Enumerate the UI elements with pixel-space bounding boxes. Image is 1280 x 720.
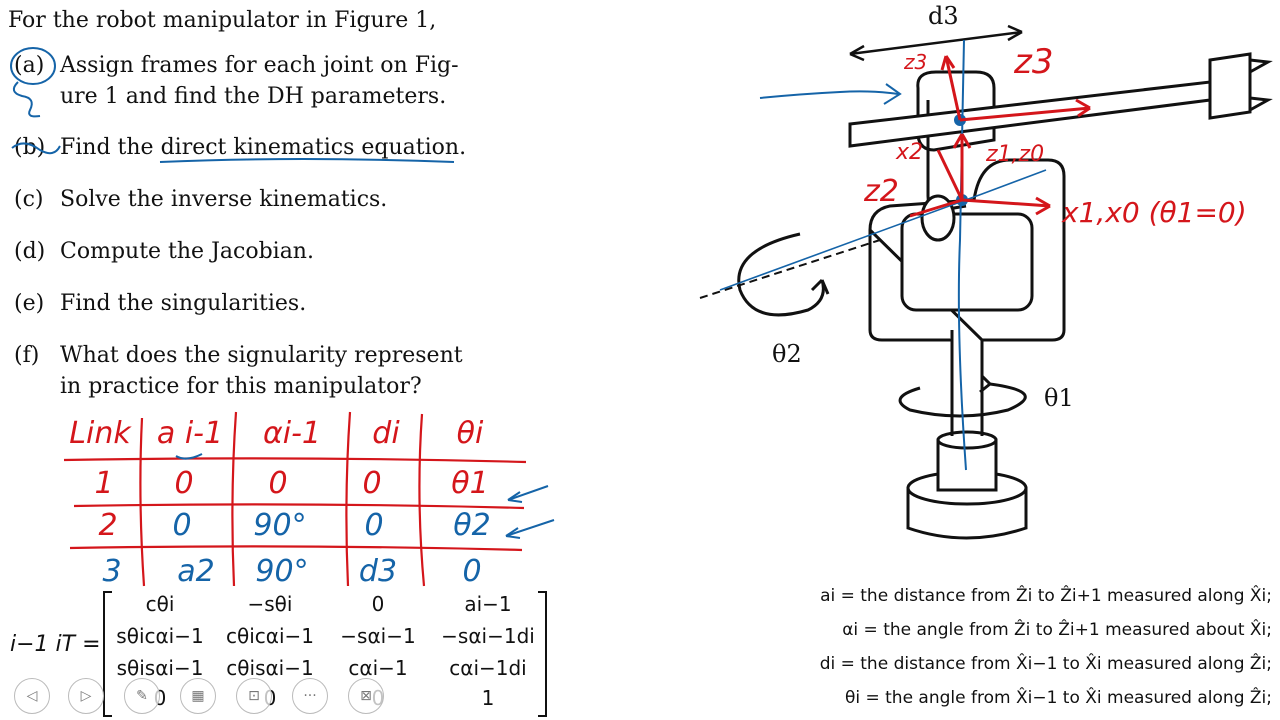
theta2-label: θ2 [772, 340, 802, 368]
matrix-r4c4: 1 [481, 686, 495, 710]
definition-a: ai = the distance from Ẑi to Ẑi+1 measur… [820, 586, 1272, 606]
matrix-r3c2: cθisαi−1 [226, 656, 314, 680]
matrix-lhs: i−1 iT = [10, 632, 101, 657]
question-text: Find the direct kinematics equation. [60, 135, 467, 160]
matrix-r2c3: −sαi−1 [340, 624, 416, 648]
dh-row1-d: 0 [362, 466, 382, 501]
dh-row2-a: 0 [172, 508, 192, 543]
question-label: (b) [14, 135, 46, 160]
more-options-button[interactable]: ··· [292, 678, 328, 714]
dh-row1-a: 0 [174, 466, 194, 501]
matrix-r3c3: cαi−1 [348, 656, 408, 680]
next-slide-button[interactable]: ▷ [68, 678, 104, 714]
dh-row3-alpha: 90° [255, 554, 309, 589]
matrix-brackets [103, 591, 547, 717]
dh-row3-theta: 0 [462, 554, 482, 589]
dh-row1-theta: θ1 [451, 466, 489, 501]
dh-row1-link: 1 [94, 466, 114, 501]
matrix-r2c4: −sαi−1di [441, 624, 535, 648]
dh-row2-theta: θ2 [453, 508, 491, 543]
d3-label: d3 [928, 2, 959, 30]
question-text: Find the singularities. [60, 291, 307, 316]
more-icon: ··· [303, 688, 317, 704]
dh-row2-d: 0 [364, 508, 384, 543]
dh-header-link: Link [69, 416, 131, 451]
slides-grid-button[interactable]: ▦ [180, 678, 216, 714]
question-label: (f) [14, 343, 40, 368]
dh-row3-a: a2 [177, 554, 215, 589]
presenter-view-button[interactable]: ⊡ [236, 678, 272, 714]
dh-row1-alpha: 0 [268, 466, 288, 501]
question-label: (d) [14, 239, 46, 264]
chevron-right-icon: ▷ [80, 688, 92, 704]
close-icon: ⊠ [360, 688, 372, 704]
definition-theta: θi = the angle from X̂i−1 to X̂i measure… [844, 688, 1272, 708]
matrix-r2c1: sθicαi−1 [116, 624, 204, 648]
matrix-r3c1: sθisαi−1 [116, 656, 204, 680]
dh-row2-alpha: 90° [253, 508, 307, 543]
presentation-toolbar: ◁ ▷ ✎ ▦ ⊡ ··· ⊠ [0, 668, 420, 720]
dh-row2-link: 2 [98, 508, 118, 543]
annotation-x1-x0: x1,x0 (θ1=0) [1062, 196, 1247, 229]
pen-icon: ✎ [136, 688, 148, 704]
definition-d: di = the distance from X̂i−1 to X̂i meas… [819, 654, 1272, 674]
matrix-r1c2: −sθi [247, 592, 293, 616]
dh-table: Link a i-1 αi-1 di θi 1 0 0 0 θ1 2 0 90°… [60, 408, 580, 589]
dh-header-theta: θi [456, 416, 484, 451]
annotation-z2: z2 [864, 174, 899, 209]
question-label: (a) [14, 53, 45, 78]
matrix-r1c3: 0 [371, 592, 385, 616]
matrix-r1c1: cθi [145, 592, 175, 616]
dh-header-d: di [372, 416, 400, 451]
matrix-r2c2: cθicαi−1 [225, 624, 315, 648]
question-label: (e) [14, 291, 45, 316]
question-text: Compute the Jacobian. [60, 239, 314, 264]
dh-header-alpha: αi-1 [262, 416, 322, 451]
question-label: (c) [14, 187, 44, 212]
annotation-z1-z0: z1,z0 [986, 142, 1045, 167]
matrix-r1c4: ai−1 [464, 592, 512, 616]
transform-matrix: i−1 iT = cθi −sθi 0 ai−1 sθicαi−1 cθicαi… [8, 588, 568, 720]
close-presentation-button[interactable]: ⊠ [348, 678, 384, 714]
matrix-r3c4: cαi−1di [449, 656, 527, 680]
theta1-label: θ1 [1044, 384, 1074, 412]
question-annotations [10, 47, 455, 163]
definition-alpha: αi = the angle from Ẑi to Ẑi+1 measured … [842, 620, 1272, 640]
robot-figure [699, 24, 1273, 540]
grid-icon: ▦ [191, 688, 205, 704]
annotation-z3-top: z3 [904, 50, 928, 74]
annotation-x2: x2 [896, 140, 924, 165]
annotation-z3-right: z3 [1014, 42, 1054, 82]
pen-tool-button[interactable]: ✎ [124, 678, 160, 714]
question-text: Assign frames for each joint on Fig- ure… [60, 53, 459, 109]
question-text: What does the signularity represent in p… [60, 343, 463, 399]
question-text: Solve the inverse kinematics. [60, 187, 388, 212]
problem-intro: For the robot manipulator in Figure 1, [8, 8, 437, 33]
dh-header-a: a i-1 [156, 416, 224, 451]
dh-row3-link: 3 [102, 554, 122, 589]
prev-slide-button[interactable]: ◁ [14, 678, 50, 714]
presenter-icon: ⊡ [248, 688, 260, 704]
chevron-left-icon: ◁ [26, 688, 38, 704]
dh-row3-d: d3 [358, 554, 398, 589]
dh-table-grid [63, 411, 555, 587]
